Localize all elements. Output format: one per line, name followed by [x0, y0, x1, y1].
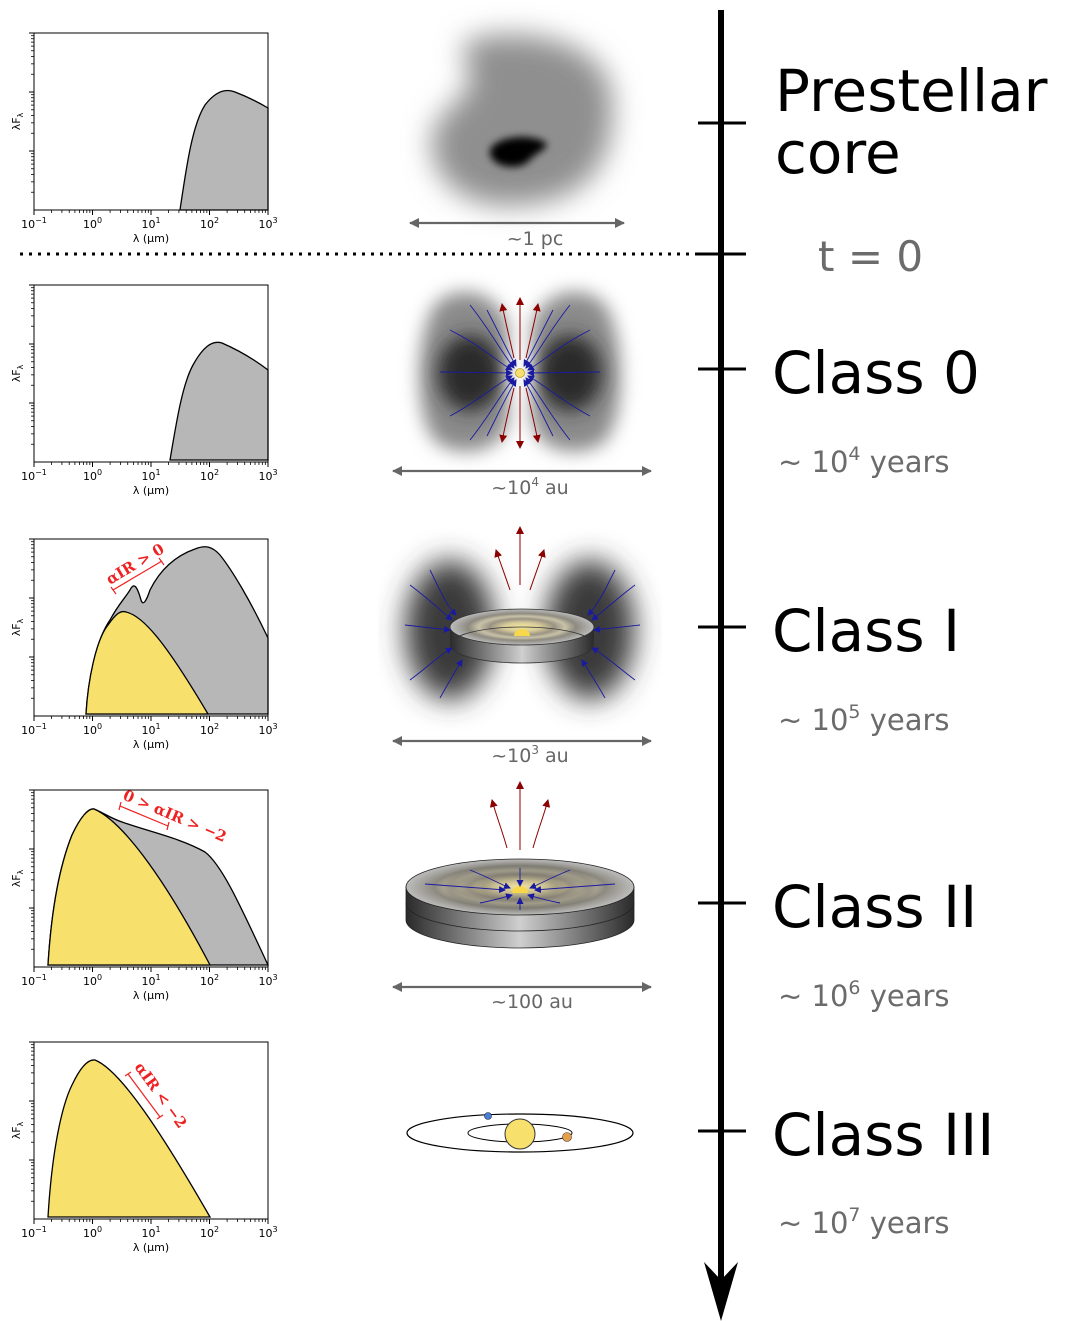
x-tick-label: 103 — [258, 216, 277, 231]
stage-label-class3: Class III — [772, 1101, 994, 1169]
x-tick-label: 100 — [83, 1225, 102, 1240]
scale-label-class0: ~104 au — [491, 475, 568, 499]
y-axis-label: λFλ — [10, 112, 25, 130]
sed-panel-class2: 10−1 100 101 102 103 λ (μm) λFλ — [10, 789, 278, 1002]
x-axis-label: λ (μm) — [133, 989, 169, 1002]
scale-label-class1: ~103 au — [491, 743, 568, 767]
protostar-class0 — [515, 368, 525, 378]
class0-infall-arrows — [439, 304, 601, 441]
x-tick-label: 102 — [200, 216, 219, 231]
scale-bar-class0: ~104 au — [392, 466, 652, 499]
x-tick-label: 10−1 — [21, 973, 47, 988]
y-axis-label: λFλ — [10, 1121, 25, 1139]
scale-bar-prestellar: ~1 pc — [409, 218, 625, 250]
class2-outflow-arrows — [489, 781, 551, 850]
x-tick-label: 102 — [200, 1225, 219, 1240]
class1-infall-arrows — [404, 569, 641, 699]
x-tick-label: 100 — [83, 973, 102, 988]
x-tick-label: 100 — [83, 216, 102, 231]
class2-illustration — [405, 781, 635, 949]
x-tick-label: 101 — [141, 1225, 160, 1240]
class2-accretion-arrows — [424, 868, 616, 910]
class3-illustration — [406, 1112, 634, 1153]
x-tick-label: 102 — [200, 468, 219, 483]
sed-panel-class0: 10−1 100 101 102 103 λ (μm) λFλ — [10, 284, 278, 497]
sed-stellar-curve — [85, 610, 210, 715]
stage-label-class1: Class I — [772, 597, 960, 665]
x-tick-label: 100 — [83, 468, 102, 483]
scale-bar-class2: ~100 au — [392, 982, 652, 1013]
y-axis-label: λFλ — [10, 364, 25, 382]
x-axis-label: λ (μm) — [133, 1241, 169, 1254]
x-tick-label: 10−1 — [21, 468, 47, 483]
sed-stellar-curve — [47, 808, 212, 966]
class0-illustration — [419, 291, 621, 452]
stage-label-prestellar-line2: core — [775, 119, 901, 187]
x-tick-label: 103 — [258, 468, 277, 483]
x-tick-label: 100 — [83, 722, 102, 737]
y-axis-label: λFλ — [10, 618, 25, 636]
stage-label-class0: Class 0 — [772, 339, 980, 407]
sed-dust-curve — [179, 89, 269, 211]
planet-orange — [562, 1132, 572, 1142]
timeline-arrowhead — [704, 1262, 738, 1321]
x-tick-label: 10−1 — [21, 216, 47, 231]
x-axis-label: λ (μm) — [133, 232, 169, 245]
class0-outflow-arrows — [499, 297, 541, 449]
prestellar-core-illustration — [431, 34, 613, 206]
timeline-axis — [698, 10, 746, 1321]
x-tick-label: 102 — [200, 722, 219, 737]
age-label-class3: ~ 107 years — [778, 1204, 950, 1240]
stage-label-class2: Class II — [772, 873, 977, 941]
sed-panel-prestellar: 10−1 100 101 102 103 λ (μm) λFλ — [10, 32, 278, 245]
scale-bar-class1: ~103 au — [392, 736, 652, 767]
age-label-class1: ~ 105 years — [778, 701, 950, 737]
stage-label-prestellar-line1: Prestellar — [775, 57, 1048, 125]
x-tick-label: 103 — [258, 722, 277, 737]
x-tick-label: 102 — [200, 973, 219, 988]
x-tick-label: 10−1 — [21, 722, 47, 737]
sed-stellar-curve — [47, 1059, 212, 1218]
age-label-class0: ~ 104 years — [778, 443, 950, 479]
x-tick-label: 101 — [141, 973, 160, 988]
x-tick-label: 101 — [141, 468, 160, 483]
scale-label-class2: ~100 au — [491, 991, 573, 1013]
y-axis-label: λFλ — [10, 869, 25, 887]
sed-dust-curve — [169, 341, 269, 461]
x-tick-label: 103 — [258, 1225, 277, 1240]
sed-panel-class3: 10−1 100 101 102 103 λ (μm) λFλ — [10, 1041, 278, 1254]
scale-label-prestellar: ~1 pc — [507, 228, 564, 250]
class1-outflow-arrows — [494, 526, 546, 591]
x-tick-label: 101 — [141, 722, 160, 737]
sed-panel-class1: 10−1 100 101 102 103 λ (μm) λFλ — [10, 538, 278, 751]
x-tick-label: 10−1 — [21, 1225, 47, 1240]
x-tick-label: 101 — [141, 216, 160, 231]
planet-blue — [484, 1112, 492, 1120]
x-axis-label: λ (μm) — [133, 484, 169, 497]
class1-illustration — [404, 526, 641, 700]
x-axis-label: λ (μm) — [133, 738, 169, 751]
age-label-class2: ~ 106 years — [778, 977, 950, 1013]
t0-label: t = 0 — [818, 232, 923, 281]
x-tick-label: 103 — [258, 973, 277, 988]
